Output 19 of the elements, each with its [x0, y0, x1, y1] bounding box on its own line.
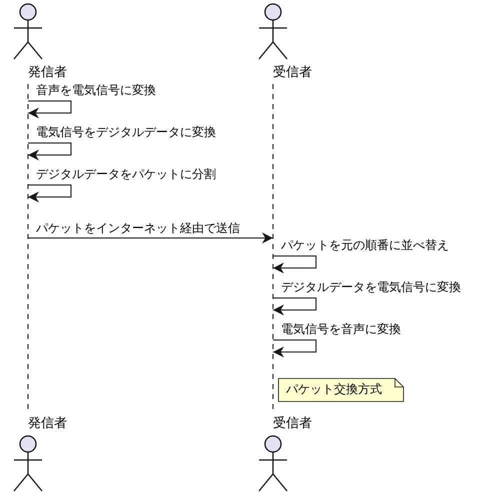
message-label: パケットを元の順番に並べ替え	[281, 238, 449, 253]
self-message-arrow	[28, 100, 72, 118]
message-label: パケットをインターネット経由で送信	[36, 221, 240, 236]
self-message-arrow	[272, 298, 316, 316]
message-arrow	[28, 232, 274, 244]
message-label: 電気信号を音声に変換	[281, 322, 401, 337]
note-text: パケット交換方式	[286, 382, 382, 396]
message-label: 電気信号をデジタルデータに変換	[36, 125, 216, 140]
self-message-arrow	[272, 256, 316, 274]
self-message-arrow	[28, 142, 72, 160]
message-label: 音声を電気信号に変換	[36, 83, 156, 98]
actor-name: 発信者	[28, 416, 67, 431]
actor-name: 受信者	[273, 416, 312, 431]
message-label: デジタルデータを電気信号に変換	[281, 280, 461, 295]
self-message-arrow	[272, 340, 316, 358]
actor-name: 受信者	[273, 65, 312, 80]
self-message-arrow	[28, 184, 72, 202]
actor-name: 発信者	[28, 65, 67, 80]
message-label: デジタルデータをパケットに分割	[36, 167, 216, 182]
